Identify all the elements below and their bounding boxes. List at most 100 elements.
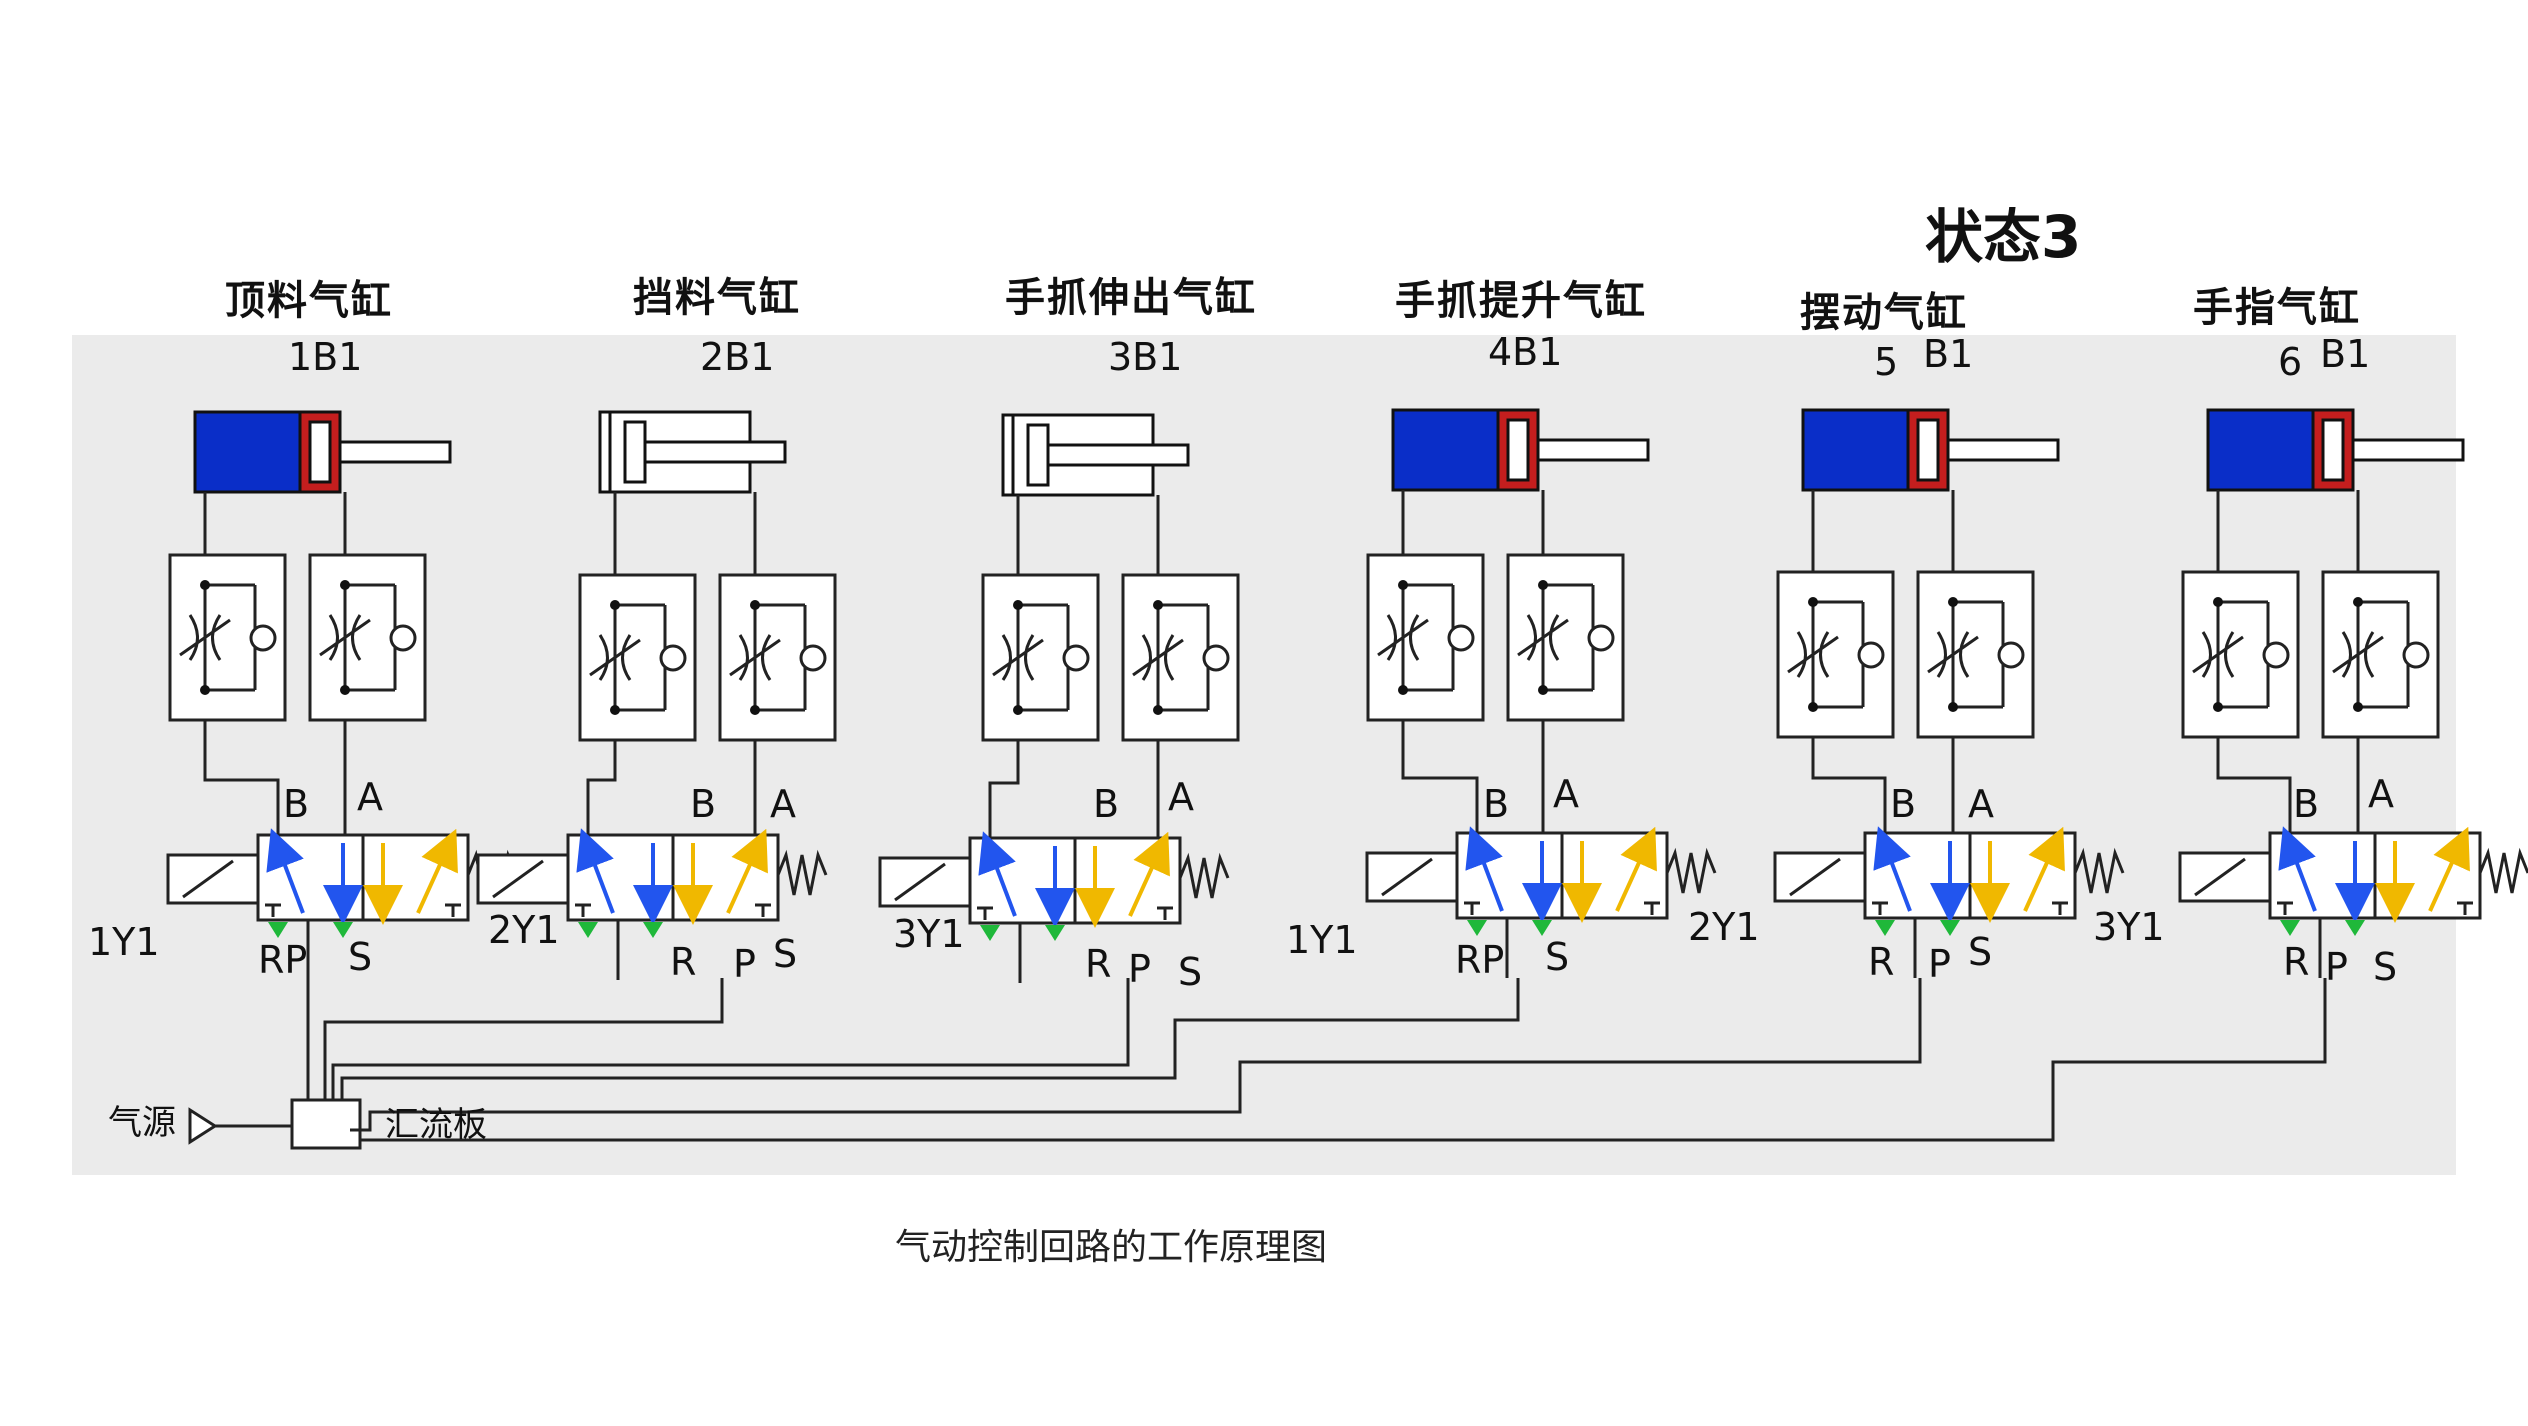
sensor-label-6: B1 [2320,332,2371,376]
caption: 气动控制回路的工作原理图 [895,1227,1328,1268]
flow-control-valve [981,573,1100,742]
spring [776,849,828,896]
cylinder-title-6: 手指气缸 [2193,285,2361,331]
spring [1665,847,1717,894]
check-ball [1447,624,1475,652]
pneumatic-unit-6 [2178,408,2528,978]
cylinder-body-blue [1801,408,1920,492]
adjust-arrow [319,618,371,657]
junction-dot [340,685,350,695]
pipe-b-lower [2216,737,2292,833]
check-ball [1587,624,1615,652]
blocked-port [1644,901,1660,915]
solenoid [1773,851,1867,903]
flow-control-box [1366,553,1485,722]
flow-control-valve [168,553,287,722]
flow-control-valve [1121,573,1240,742]
air-source-symbol [188,1107,218,1145]
blocked-port [265,903,281,917]
supply-line-4 [340,978,1520,1100]
directional-valve [1773,826,2125,978]
pipe-b-lower [1811,737,1887,833]
cylinder-body-blue [2206,408,2325,492]
throttle [1526,614,1560,661]
adjust-arrow [1132,638,1184,677]
junction-dot [610,600,620,610]
solenoid-coil [2194,857,2246,897]
flow-arrow-yellow [1615,826,1657,912]
flow-control-valve [1776,570,1895,739]
junction-dot [2213,597,2223,607]
port-s-2: S [773,932,798,976]
flow-arrow-blue [1873,826,1912,912]
throttle [1386,614,1420,661]
throttle [1796,631,1830,678]
port-b-6: B [2293,782,2320,826]
piston-rod [643,440,787,464]
flow-arrow-yellow [2023,826,2065,912]
throttle [328,614,362,661]
junction-dot [1808,702,1818,712]
port-a-5: A [1968,782,1994,826]
adjust-arrow [1517,618,1569,657]
pneumatic-unit-4 [1365,408,1717,978]
solenoid-label-1: 1Y1 [88,920,160,964]
port-triangle [1940,920,1960,936]
supply-line-6 [360,978,2327,1142]
sensor-number-6: 6 [2278,340,2303,384]
piston [1026,423,1050,487]
check-ball [1997,641,2025,669]
port-triangle [1467,920,1487,936]
pneumatic-unit-5 [1773,408,2125,978]
piston [1506,418,1530,482]
adjust-arrow [1787,635,1839,674]
port-a-4: A [1553,772,1579,816]
pipe-b-lower [988,740,1020,838]
junction-dot [610,705,620,715]
throttle [598,634,632,681]
solenoid [1365,851,1459,903]
throttle [1141,634,1175,681]
air-source-label: 气源 [108,1103,176,1143]
directional-valve [1365,826,1717,978]
port-b-1: B [283,782,310,826]
junction-dot [2353,702,2363,712]
sensor-label-4: 4B1 [1488,330,1563,374]
sensor-label-2: 2B1 [700,335,775,379]
junction-dot [2213,702,2223,712]
piston [623,420,647,484]
cylinder-body-blue [193,410,312,494]
throttle [1936,631,1970,678]
port-p-3: P [1128,947,1151,991]
check-ball [1062,644,1090,672]
port-r-6: R [2283,940,2310,984]
blocked-port [755,903,771,917]
cylinder-title-2: 挡料气缸 [633,275,801,321]
port-triangle [2345,920,2365,936]
junction-dot [1013,600,1023,610]
blocked-port [1464,901,1480,915]
check-ball [389,624,417,652]
spring [2478,847,2528,894]
port-r-3: R [1085,942,1112,986]
piston-rod [1536,438,1650,462]
spring [1178,852,1230,899]
cylinder-title-3: 手抓伸出气缸 [1005,275,1257,321]
flow-control-valve [308,553,427,722]
port-p-2: P [733,942,756,986]
piston-rod [338,440,452,464]
blocked-port [575,903,591,917]
flow-arrow-blue [266,828,305,914]
junction-dot [1538,580,1548,590]
adjust-arrow [1927,635,1979,674]
pneumatic-unit-3 [878,413,1240,983]
supply-line-2 [323,978,724,1100]
directional-valve [878,831,1230,983]
solenoid-coil [1789,857,1841,897]
solenoid [476,853,570,905]
port-triangle [2280,920,2300,936]
port-rp-1: RP [258,938,308,982]
port-triangle [268,922,288,938]
check-ball [799,644,827,672]
flow-control-valve [1366,553,1485,722]
